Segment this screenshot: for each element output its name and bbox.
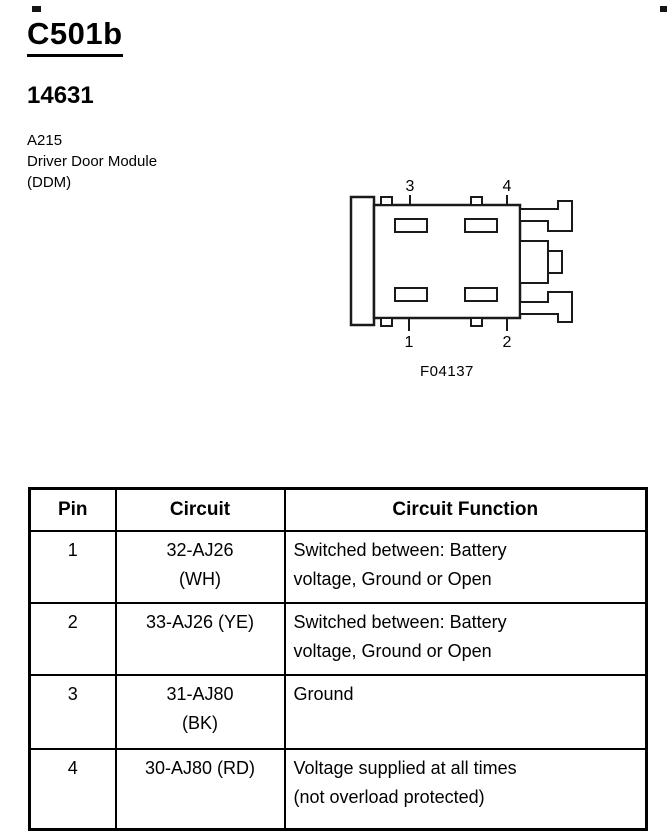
- latch-hook-bottom: [519, 291, 573, 323]
- module-info: A215 Driver Door Module (DDM): [27, 130, 157, 193]
- pin-cell: 1: [28, 530, 117, 604]
- index-tab: [380, 196, 393, 206]
- module-name: Driver Door Module: [27, 153, 158, 170]
- function-cell: Ground: [283, 674, 648, 750]
- connector-drawing: 3 4 1 2: [349, 178, 573, 351]
- pin-cavity-3: [394, 218, 428, 233]
- pinout-table: Pin Circuit Circuit Function 1 32-AJ26 (…: [28, 487, 648, 831]
- index-tab: [470, 317, 483, 327]
- pin-number-3: 3: [406, 178, 415, 195]
- table-row: 2 33-AJ26 (YE) Switched between: Battery…: [28, 602, 648, 676]
- function-cell: Voltage supplied at all times (not overl…: [283, 748, 648, 831]
- latch-hook-top: [519, 200, 573, 232]
- circuit-cell: 31-AJ80 (BK): [114, 674, 286, 750]
- connector-id-title: C501b: [27, 16, 123, 57]
- column-header-circuit: Circuit: [114, 487, 286, 532]
- circuit-cell: 30-AJ80 (RD): [114, 748, 286, 831]
- scan-artifact: [32, 6, 41, 12]
- pin-cavity-1: [394, 287, 428, 302]
- scan-artifact: [660, 6, 667, 12]
- function-cell: Switched between: Battery voltage, Groun…: [283, 530, 648, 604]
- connector-figure: 3 4 1 2: [335, 165, 585, 370]
- pin-cell: 3: [28, 674, 117, 750]
- column-header-circuit-function: Circuit Function: [283, 487, 648, 532]
- table-row: 3 31-AJ80 (BK) Ground: [28, 674, 648, 750]
- module-abbr: (DDM): [27, 174, 72, 191]
- latch-block-inner: [547, 250, 563, 274]
- index-tab: [470, 196, 483, 206]
- circuit-cell: 32-AJ26 (WH): [114, 530, 286, 604]
- connector-left-flange: [349, 195, 376, 327]
- figure-caption: F04137: [420, 363, 474, 380]
- table-row: 1 32-AJ26 (WH) Switched between: Battery…: [28, 530, 648, 604]
- pin-number-4: 4: [503, 178, 512, 195]
- part-number: 14631: [27, 82, 94, 109]
- latch-block: [519, 240, 549, 284]
- pin-cavity-4: [464, 218, 498, 233]
- column-header-pin: Pin: [28, 487, 117, 532]
- function-cell: Switched between: Battery voltage, Groun…: [283, 602, 648, 676]
- module-code: A215: [27, 132, 63, 149]
- table-header-row: Pin Circuit Circuit Function: [28, 487, 648, 532]
- table-row: 4 30-AJ80 (RD) Voltage supplied at all t…: [28, 748, 648, 831]
- pin-cell: 2: [28, 602, 117, 676]
- index-tab: [380, 317, 393, 327]
- pin-cavity-2: [464, 287, 498, 302]
- pin-number-1: 1: [405, 334, 414, 351]
- pin-number-2: 2: [503, 334, 512, 351]
- pin-cell: 4: [28, 748, 117, 831]
- circuit-cell: 33-AJ26 (YE): [114, 602, 286, 676]
